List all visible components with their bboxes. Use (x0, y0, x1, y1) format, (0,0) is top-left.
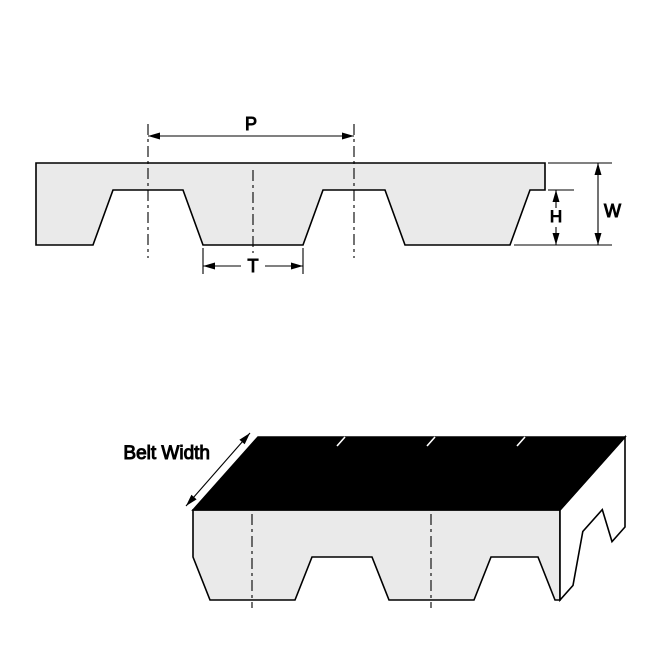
arrowhead (552, 190, 560, 202)
belt-width-dimension-line (185, 432, 251, 507)
belt-width-label: Belt Width (123, 443, 210, 464)
top-surface-seam-line (336, 436, 346, 447)
arrowhead (148, 132, 160, 140)
arrowhead (203, 262, 215, 270)
belt-thickness-dimension: W (548, 162, 622, 245)
belt-front-face (192, 509, 561, 601)
tooth-width-label: T (248, 256, 259, 276)
belt-thickness-label: W (604, 201, 621, 221)
belt-end-face (559, 434, 626, 603)
profile-view: P T H (35, 114, 622, 277)
top-surface-seam-line (516, 436, 526, 447)
belt-width-dimension: Belt Width (123, 432, 251, 507)
belt-profile-cross-section (35, 162, 546, 246)
tooth-height-dimension: H (514, 189, 612, 246)
arrowhead (594, 163, 602, 175)
isometric-view: Belt Width (123, 432, 627, 608)
top-surface-seam-line (426, 436, 436, 447)
tooth-width-dimension: T (202, 248, 304, 277)
arrowhead (239, 433, 250, 445)
arrowhead (552, 233, 560, 245)
tooth-height-label: H (550, 207, 562, 226)
belt-top-surface (191, 436, 627, 511)
arrowhead (291, 262, 303, 270)
arrowhead (342, 132, 354, 140)
arrowhead (594, 233, 602, 245)
pitch-label: P (245, 114, 257, 134)
arrowhead (186, 494, 197, 506)
pitch-dimension: P (148, 114, 354, 140)
